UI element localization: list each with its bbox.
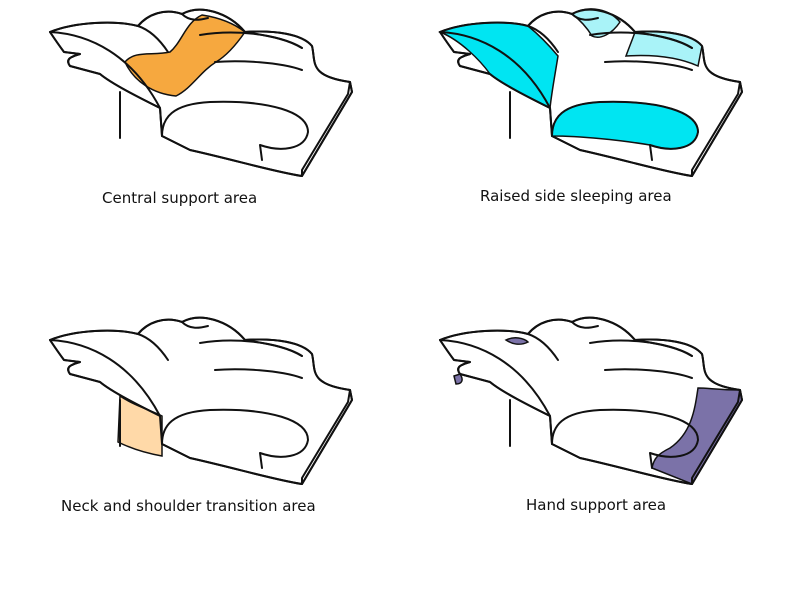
pillow-contour-line xyxy=(551,100,699,161)
pillow-contour-line xyxy=(571,321,599,329)
pillow-contour-line xyxy=(634,339,693,357)
pillow-contour-line xyxy=(161,100,309,161)
pillow-contour-line xyxy=(439,31,551,109)
pillow-contour-line xyxy=(571,13,599,21)
pillow-contour-line xyxy=(137,25,169,53)
pillow-contour-line xyxy=(634,31,693,49)
pillow-contour-line xyxy=(244,31,303,49)
panel-label: Central support area xyxy=(102,189,258,207)
pillow-contour-line xyxy=(214,60,303,71)
highlighted-zone xyxy=(453,373,463,385)
pillow-contour-line xyxy=(527,25,559,53)
pillow-contour-line xyxy=(214,368,303,379)
pillow-contour-line xyxy=(551,408,699,469)
panel-hand-support: Hand support area xyxy=(430,308,760,514)
pillow-illustration xyxy=(49,8,353,177)
pillow-contour-line xyxy=(301,389,351,485)
pillow-contour-line xyxy=(137,333,169,361)
pillow-contour-line xyxy=(181,321,209,329)
highlighted-zone xyxy=(117,394,163,457)
pillow-contour-line xyxy=(691,389,741,485)
pillow-contour-line xyxy=(161,408,309,469)
pillow-contour-line xyxy=(604,368,693,379)
pillow-outline xyxy=(49,316,353,485)
pillow-outline xyxy=(439,8,743,177)
pillow-contour-line xyxy=(49,31,161,109)
pillow-illustration xyxy=(49,316,353,485)
pillow-contour-line xyxy=(439,339,551,417)
pillow-contour-line xyxy=(604,60,693,71)
pillow-outline xyxy=(439,316,743,485)
pillow-illustration xyxy=(439,316,743,485)
pillow-contour-line xyxy=(244,339,303,357)
pillow-contour-line xyxy=(301,81,351,177)
panel-label: Raised side sleeping area xyxy=(480,187,672,205)
pillow-outline xyxy=(49,8,353,177)
pillow-contour-line xyxy=(527,333,559,361)
panel-label: Neck and shoulder transition area xyxy=(61,497,316,515)
panel-neck-shoulder-transition: Neck and shoulder transition area xyxy=(40,308,370,515)
panel-label: Hand support area xyxy=(526,496,667,514)
panel-raised-side-sleeping: Raised side sleeping area xyxy=(430,0,760,205)
pillow-illustration xyxy=(437,8,743,177)
highlighted-zone xyxy=(504,337,530,345)
pillow-contour-line xyxy=(691,81,741,177)
pillow-contour-line xyxy=(181,13,209,21)
panel-central-support: Central support area xyxy=(40,0,370,207)
pillow-contour-line xyxy=(49,339,161,417)
